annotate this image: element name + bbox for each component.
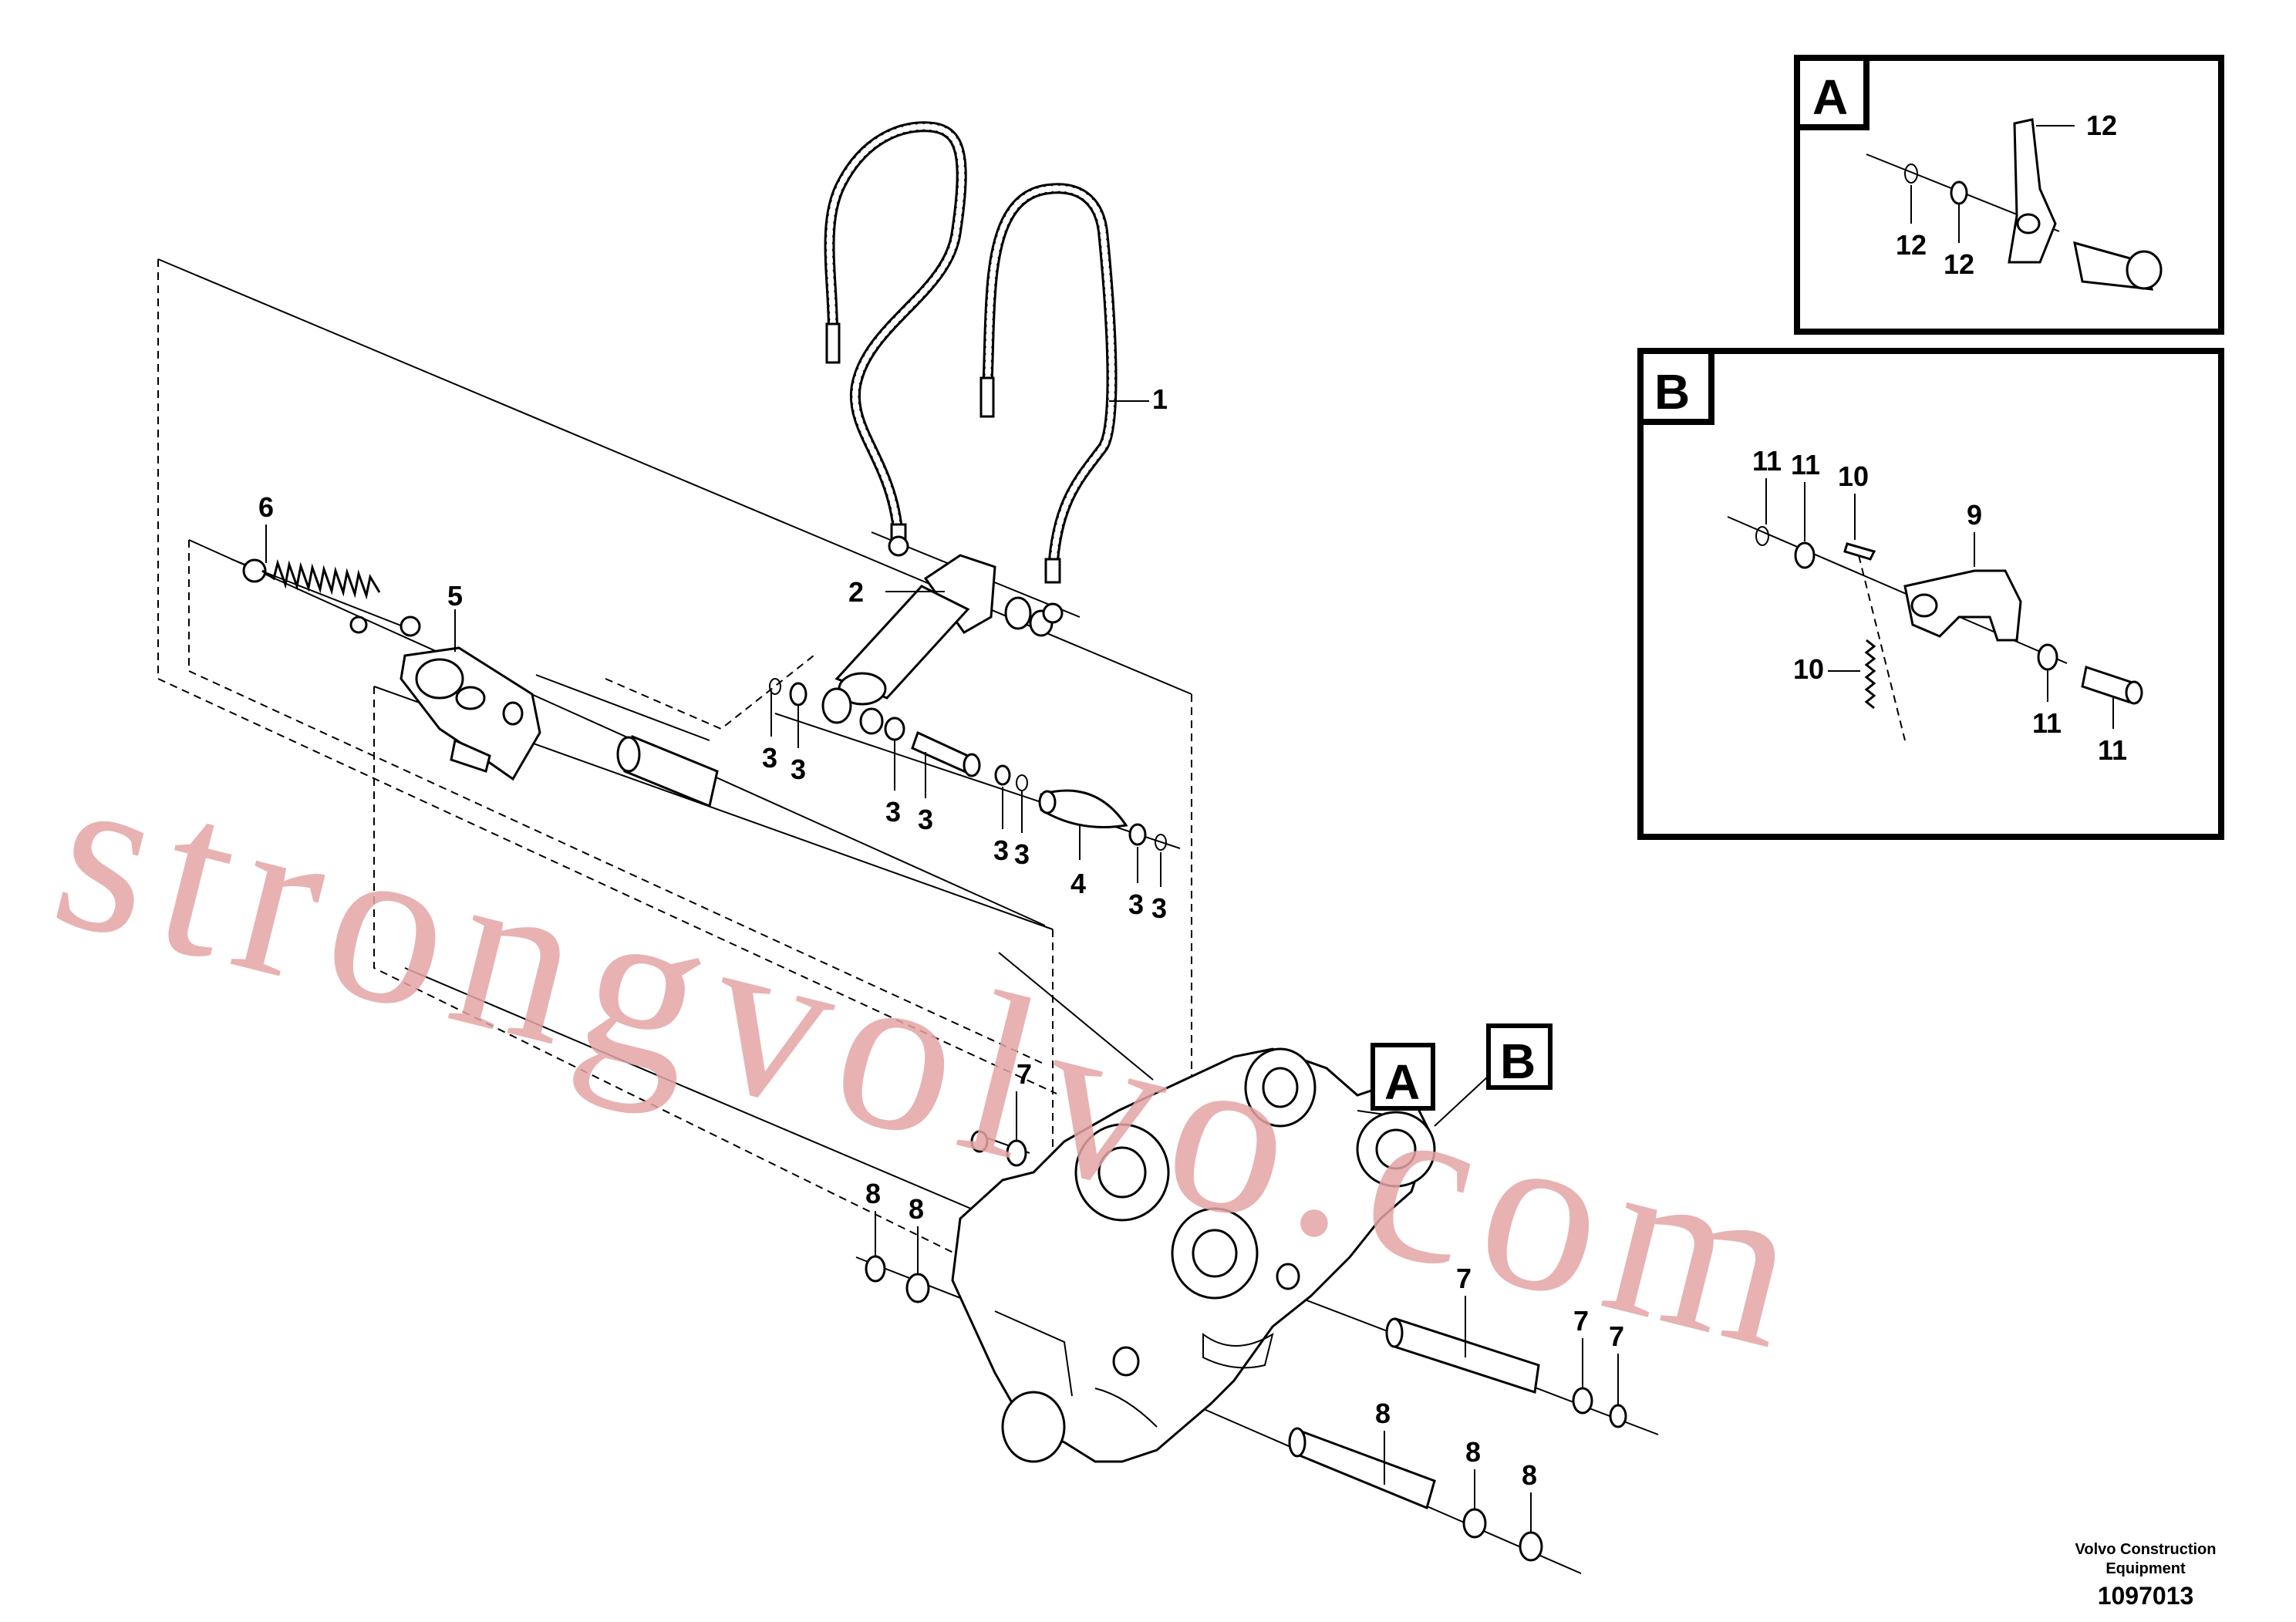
detail-box-a: A 12 12 12 [1794,55,2224,335]
hydraulic-hoses [824,121,1149,584]
callout-7: 7 [1573,1305,1589,1337]
detail-box-b: B 11 11 10 9 10 11 11 [1637,348,2224,840]
detail-a-callout-12: 12 [1896,229,1927,261]
callout-4: 4 [1070,868,1086,899]
detail-b-callout-11: 11 [1752,445,1782,477]
detail-b-callout-11: 11 [2098,734,2127,766]
pin-8-assembly [865,1255,1543,1562]
callout-3: 3 [762,742,777,774]
callout-labels: 1 2 6 5 3 3 3 3 3 3 4 3 3 7 8 8 7 7 7 8 … [258,383,1624,1491]
callout-3: 3 [791,754,806,785]
detail-box-b-label: B [1654,364,1690,420]
callout-3: 3 [918,804,933,835]
quick-coupler-body [951,1047,1436,1463]
callout-5: 5 [447,580,463,612]
callout-2: 2 [848,576,864,608]
detail-b-callout-11: 11 [1791,449,1820,481]
callout-7: 7 [1609,1320,1624,1352]
callout-3: 3 [1128,889,1144,920]
callout-6: 6 [258,491,274,523]
callout-8: 8 [1375,1398,1391,1429]
tension-spring [242,558,421,637]
callout-leaders [265,524,1619,1533]
callout-3: 3 [885,796,901,828]
detail-b-callout-10: 10 [1793,653,1824,685]
footer-brand-line2: Equipment [2106,1560,2186,1577]
detail-b-callout-9: 9 [1967,499,1982,531]
badge-a-main-label: A [1384,1054,1420,1110]
detail-box-a-label: A [1812,69,1848,125]
badge-b-main [1486,1023,1553,1090]
callout-3: 3 [1151,892,1167,924]
badge-a-main [1371,1043,1435,1111]
latch-hook [400,646,541,781]
washer-pin-row [769,678,1167,851]
detail-a-callout-12: 12 [1944,248,1974,280]
callout-8: 8 [1465,1436,1481,1468]
detail-a-callout-12: 12 [2086,110,2117,141]
badge-b-main-label: B [1500,1034,1536,1089]
detail-reference-badges: A B [1371,1023,1553,1111]
callout-7: 7 [1456,1263,1472,1294]
footer-brand-line1: Volvo Construction [2075,1541,2217,1558]
callout-3: 3 [993,835,1009,866]
callout-8: 8 [1522,1459,1537,1491]
hydraulic-cylinder [834,535,1064,706]
callout-8: 8 [909,1193,924,1225]
callout-3: 3 [1014,838,1030,870]
detail-b-callout-10: 10 [1838,460,1869,492]
callout-8: 8 [865,1178,881,1209]
drawing-number: 1097013 [2098,1582,2194,1610]
sleeve [616,734,719,808]
footer: Volvo Construction Equipment 1097013 [2075,1541,2217,1610]
callout-1: 1 [1152,383,1168,415]
detail-b-callout-11: 11 [2032,707,2062,739]
callout-7: 7 [1017,1058,1032,1090]
watermark-text: strongvolvo.com [34,718,1836,1401]
